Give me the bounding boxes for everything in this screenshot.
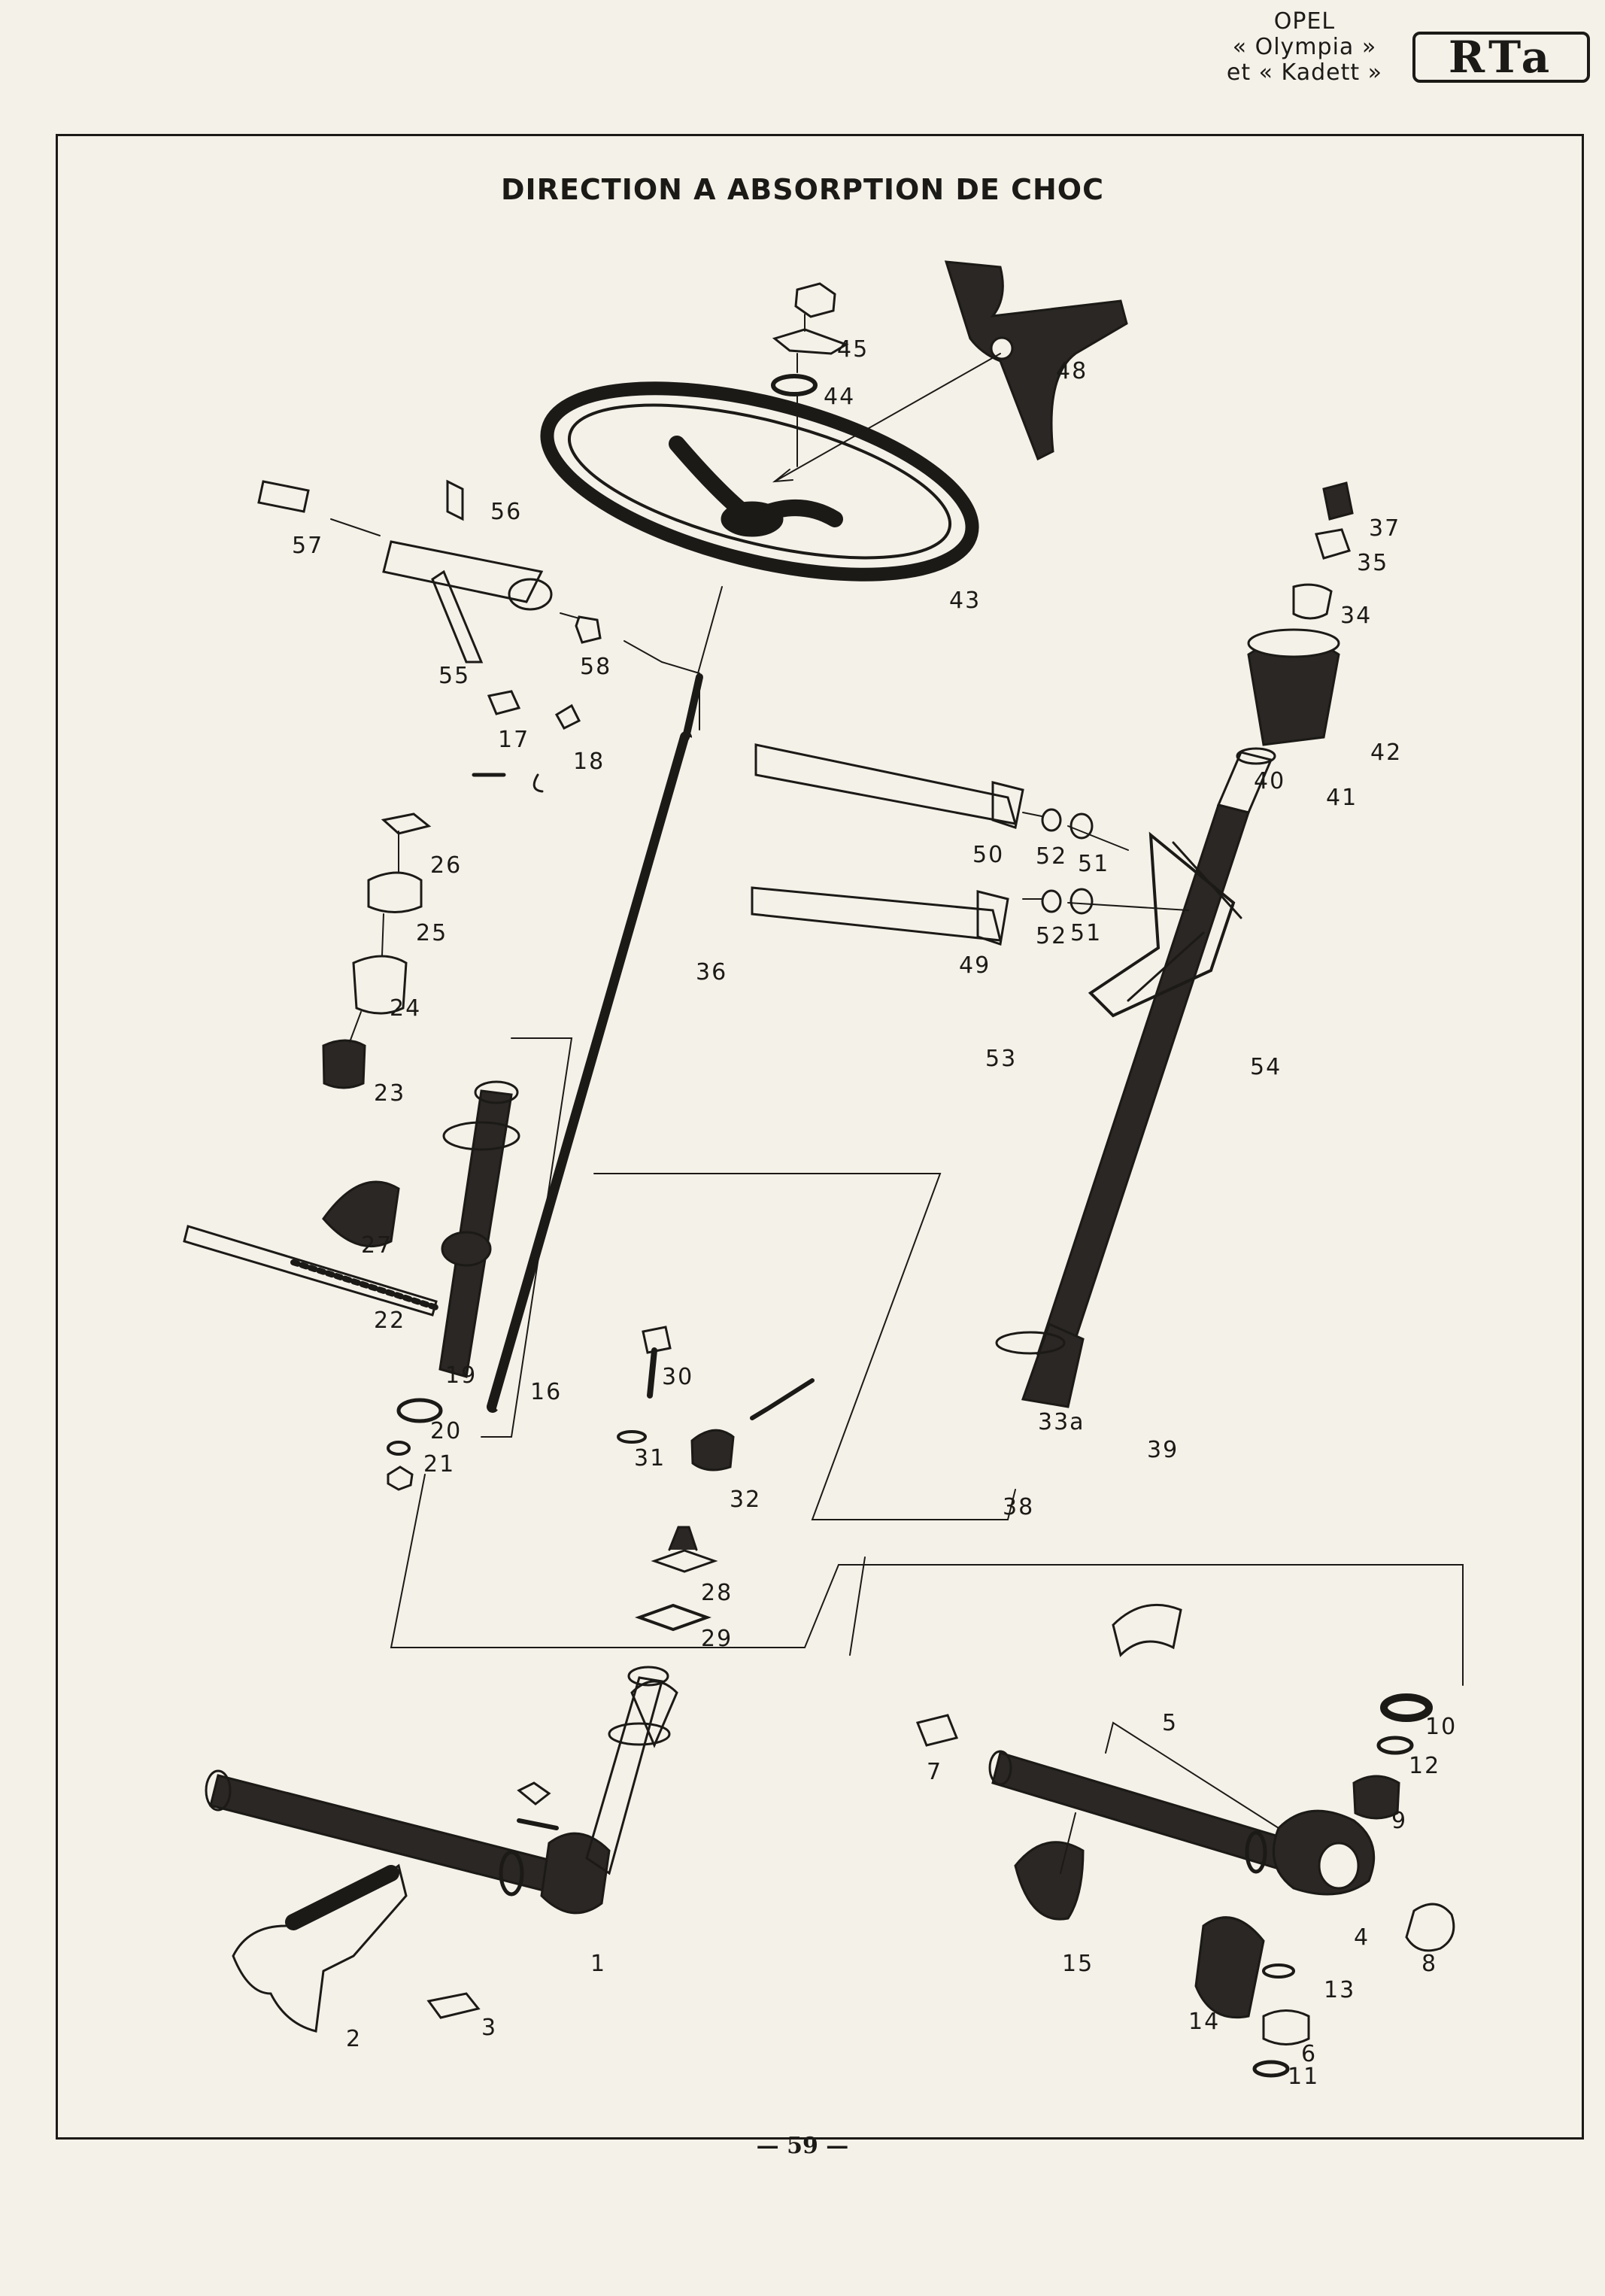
label-6: 6 xyxy=(1301,2041,1317,2067)
steering-rack-right xyxy=(915,1603,1455,2078)
label-45: 45 xyxy=(837,336,869,363)
label-34: 34 xyxy=(1340,603,1372,629)
label-10: 10 xyxy=(1425,1714,1457,1740)
label-51-upper: 51 xyxy=(1078,851,1109,877)
label-15: 15 xyxy=(1062,1951,1094,1977)
label-39: 39 xyxy=(1147,1437,1179,1463)
label-36: 36 xyxy=(696,959,727,986)
label-5: 5 xyxy=(1162,1710,1178,1736)
label-51-lower: 51 xyxy=(1070,920,1102,946)
ignition-lock xyxy=(257,479,602,664)
label-20: 20 xyxy=(430,1418,462,1444)
label-26: 26 xyxy=(430,852,462,879)
model-line-2: et « Kadett » xyxy=(1226,59,1382,86)
label-54: 54 xyxy=(1250,1054,1282,1080)
label-28: 28 xyxy=(701,1580,733,1606)
label-38: 38 xyxy=(1003,1494,1034,1520)
label-7: 7 xyxy=(927,1759,942,1785)
label-27: 27 xyxy=(361,1232,393,1259)
label-3: 3 xyxy=(481,2015,497,2041)
label-57: 57 xyxy=(292,533,323,559)
label-42: 42 xyxy=(1370,740,1402,766)
label-30: 30 xyxy=(662,1364,693,1390)
rack-shaft-22 xyxy=(183,1225,439,1317)
bracket-50 xyxy=(754,743,1024,829)
label-53: 53 xyxy=(985,1046,1017,1072)
label-35: 35 xyxy=(1357,550,1388,576)
label-16: 16 xyxy=(530,1379,562,1405)
label-14: 14 xyxy=(1188,2009,1220,2035)
label-56: 56 xyxy=(490,499,522,525)
nut-45 xyxy=(772,282,849,355)
label-21: 21 xyxy=(423,1451,455,1478)
intermediate-shaft xyxy=(438,1080,520,1378)
label-24: 24 xyxy=(390,995,421,1022)
small-parts-left xyxy=(322,690,581,1247)
washer-44 xyxy=(771,374,818,396)
label-22: 22 xyxy=(374,1307,405,1334)
label-1: 1 xyxy=(590,1951,606,1977)
label-40: 40 xyxy=(1254,768,1285,794)
label-33a: 33a xyxy=(1038,1409,1085,1435)
steering-shaft xyxy=(487,673,703,1413)
label-55: 55 xyxy=(438,663,470,689)
label-29: 29 xyxy=(701,1626,733,1652)
label-8: 8 xyxy=(1421,1951,1437,1977)
vehicle-model: OPEL « Olympia » et « Kadett » xyxy=(1227,9,1382,86)
horn-pad xyxy=(944,260,1128,461)
brand-name: OPEL xyxy=(1273,8,1336,35)
rta-logo: RTa xyxy=(1412,32,1590,83)
label-23: 23 xyxy=(374,1080,405,1107)
label-37: 37 xyxy=(1369,515,1400,542)
label-48: 48 xyxy=(1056,358,1088,384)
label-52-upper: 52 xyxy=(1036,843,1067,870)
label-52-lower: 52 xyxy=(1036,923,1067,949)
label-11: 11 xyxy=(1288,2064,1319,2090)
steering-rack-1 xyxy=(205,1666,678,1915)
label-2: 2 xyxy=(346,2026,362,2052)
label-25: 25 xyxy=(416,920,448,946)
rack-boot xyxy=(232,1863,481,2033)
label-17: 17 xyxy=(498,727,529,753)
diagram-frame xyxy=(56,134,1584,2140)
steering-wheel xyxy=(540,381,979,582)
label-50: 50 xyxy=(972,842,1004,868)
label-43: 43 xyxy=(949,588,981,614)
label-9: 9 xyxy=(1391,1808,1407,1834)
page-header: OPEL « Olympia » et « Kadett » RTa xyxy=(1227,6,1590,86)
label-18: 18 xyxy=(573,749,605,775)
bracket-49 xyxy=(751,886,1009,946)
column-housing xyxy=(995,747,1276,1408)
label-32: 32 xyxy=(730,1487,761,1513)
label-13: 13 xyxy=(1324,1977,1355,2003)
label-19: 19 xyxy=(445,1362,477,1389)
label-41: 41 xyxy=(1326,785,1358,811)
label-4: 4 xyxy=(1354,1924,1370,1951)
diagram-title: DIRECTION A ABSORPTION DE CHOC xyxy=(501,173,1104,206)
column-cover xyxy=(1247,481,1354,746)
page-number: — 59 — xyxy=(756,2133,849,2159)
part-labels: 1 2 3 4 5 6 7 8 9 10 11 12 13 14 15 16 1… xyxy=(292,336,1457,2090)
label-58: 58 xyxy=(580,654,611,680)
label-44: 44 xyxy=(824,384,855,410)
label-31: 31 xyxy=(634,1445,666,1471)
model-line-1: « Olympia » xyxy=(1232,34,1377,60)
middle-parts xyxy=(617,1326,815,1632)
label-49: 49 xyxy=(959,952,991,979)
label-12: 12 xyxy=(1409,1753,1440,1779)
